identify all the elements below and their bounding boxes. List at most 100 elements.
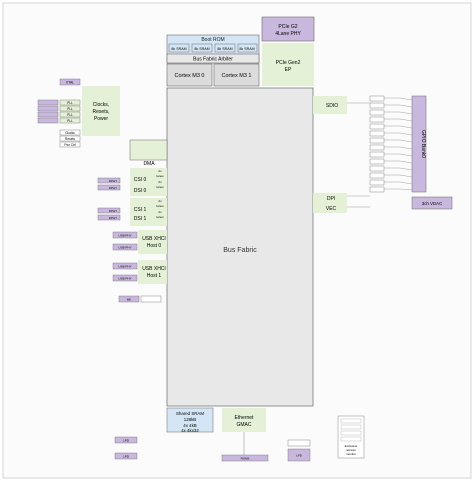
pin-block bbox=[37, 105, 59, 112]
sdio-label: SDIO bbox=[326, 103, 338, 109]
csi0-sub: 2x bbox=[158, 169, 162, 173]
bus-fabric-label: Bus Fabric bbox=[223, 247, 257, 254]
lpd-label: LPD bbox=[296, 454, 303, 458]
clocks-small-block bbox=[59, 129, 81, 136]
cortex-m3-0-label: Cortex M3 0 bbox=[175, 73, 205, 79]
vdac-block bbox=[411, 196, 453, 210]
clocks-label: Resets, bbox=[93, 109, 110, 115]
cortex-m3-1-block bbox=[213, 63, 260, 87]
usb-phy-block bbox=[112, 243, 138, 251]
usb-phy-block bbox=[112, 231, 138, 239]
pll-label: PLL bbox=[67, 119, 73, 123]
rgmii-block bbox=[221, 454, 269, 462]
dphy-block bbox=[97, 207, 121, 214]
monitor-label: access bbox=[346, 448, 356, 452]
pcie-ep-label: EP bbox=[285, 67, 292, 73]
lpd-label: LPD bbox=[123, 439, 130, 443]
cortex-m3-1-label: Cortex M3 1 bbox=[222, 73, 252, 79]
gpio-wires bbox=[347, 97, 413, 208]
dsi1-label: DSI 1 bbox=[134, 216, 147, 222]
resets-small-block bbox=[59, 135, 81, 142]
sram-label: 8k SRAM bbox=[171, 47, 186, 51]
vec-label: VEC bbox=[326, 206, 337, 212]
pcie-ep-block bbox=[262, 43, 314, 86]
dphy-block bbox=[97, 177, 121, 184]
shared-sram-label: Shared SRAM bbox=[176, 411, 204, 416]
shared-sram-label: 128kB bbox=[184, 417, 197, 422]
mii-interface bbox=[140, 295, 162, 303]
pcie-phy-block bbox=[261, 16, 315, 42]
dsi0-label: DSI 0 bbox=[134, 188, 147, 194]
usb-host0-label: Host 0 bbox=[147, 243, 162, 249]
pll-block bbox=[59, 117, 81, 124]
lpd-label: LPD bbox=[123, 455, 130, 459]
dsi0-sub: 2x bbox=[158, 180, 162, 184]
monitor-label: Exclusive bbox=[345, 444, 358, 448]
vdac-label: 3ch VDAC bbox=[422, 201, 443, 206]
ethernet-label: Ethernet bbox=[235, 415, 255, 421]
dphy-label: DPHY bbox=[109, 186, 117, 190]
dma-label: DMA bbox=[143, 161, 155, 167]
dpi-vec-group bbox=[313, 193, 347, 213]
usb-host1-block bbox=[138, 260, 167, 284]
shared-sram-block bbox=[166, 407, 214, 433]
dphy-block bbox=[97, 184, 121, 191]
pll-block bbox=[59, 105, 81, 112]
sdio-block bbox=[313, 96, 347, 114]
bus-fabric-arbiter-label: Bus Fabric Arbiter bbox=[193, 57, 233, 63]
mii-label: MII bbox=[127, 298, 131, 302]
monitor-rows bbox=[340, 418, 362, 442]
xtal-label: XTAL bbox=[66, 81, 74, 85]
mii-block bbox=[118, 295, 140, 303]
lpd-block bbox=[287, 448, 311, 462]
csi0-label: CSI 0 bbox=[134, 177, 147, 183]
pll-block bbox=[59, 99, 81, 106]
dsi1-sub: 2x bbox=[158, 210, 162, 214]
sram-label: 8k SRAM bbox=[194, 47, 209, 51]
rgmii-label: RGMII bbox=[241, 457, 250, 461]
power-small-label: Pwr Ctrl bbox=[64, 143, 76, 147]
xtal-block bbox=[59, 78, 81, 86]
dpi-label: DPI bbox=[327, 196, 335, 202]
csi1-label: CSI 1 bbox=[134, 207, 147, 213]
lpd-block bbox=[114, 452, 138, 460]
pcie-phy-label: 4Lane PHY bbox=[275, 31, 301, 37]
clocks-label: Clocks, bbox=[93, 102, 109, 108]
csi1-sub: 2x bbox=[158, 199, 162, 203]
sram-cell bbox=[214, 43, 236, 53]
pll-block bbox=[59, 111, 81, 118]
usb-phy-label: USB PHY bbox=[118, 265, 131, 269]
clocks-block bbox=[82, 86, 120, 136]
usb-phy-label: USB PHY bbox=[118, 246, 131, 250]
csi0-dsi0-group bbox=[130, 168, 167, 196]
shared-sram-label: 4x 4kx32 bbox=[181, 428, 199, 433]
csi1-sub: lanes bbox=[156, 204, 164, 208]
usb-host0-label: USB XHCI bbox=[142, 236, 166, 242]
pll-label: PLL bbox=[67, 101, 73, 105]
ethernet-label: GMAC bbox=[237, 422, 252, 428]
sram-label: 8k SRAM bbox=[217, 47, 232, 51]
sram-cell bbox=[191, 43, 213, 53]
gpio-pin-column bbox=[369, 95, 385, 193]
cortex-m3-0-block bbox=[166, 63, 213, 87]
usb-host1-label: USB XHCI bbox=[142, 266, 166, 272]
dsi0-sub: lanes bbox=[156, 185, 164, 189]
sram-cell bbox=[168, 43, 190, 53]
shared-sram-label: 4x 4kB bbox=[183, 423, 196, 428]
bus-fabric-arbiter-block bbox=[166, 53, 260, 64]
lpd-block bbox=[114, 436, 138, 444]
usb-phy-label: USB PHY bbox=[118, 277, 131, 281]
dma-block bbox=[129, 139, 168, 161]
pcie-phy-label: PCIe G2 bbox=[278, 24, 297, 30]
pin-block bbox=[37, 99, 59, 106]
csi0-sub: lanes bbox=[156, 174, 164, 178]
ethernet-block bbox=[222, 408, 266, 432]
clocks-small-label: Clocks bbox=[65, 131, 75, 135]
usb-phy-block bbox=[112, 274, 138, 282]
gpio-bank-block bbox=[411, 95, 427, 193]
csi1-dsi1-group bbox=[130, 198, 167, 226]
usb-host1-label: Host 1 bbox=[147, 273, 162, 279]
pin-block bbox=[37, 117, 59, 124]
usb-phy-label: USB PHY bbox=[118, 234, 131, 238]
gpio-bank-label: GPIO Bank0 bbox=[420, 130, 426, 158]
